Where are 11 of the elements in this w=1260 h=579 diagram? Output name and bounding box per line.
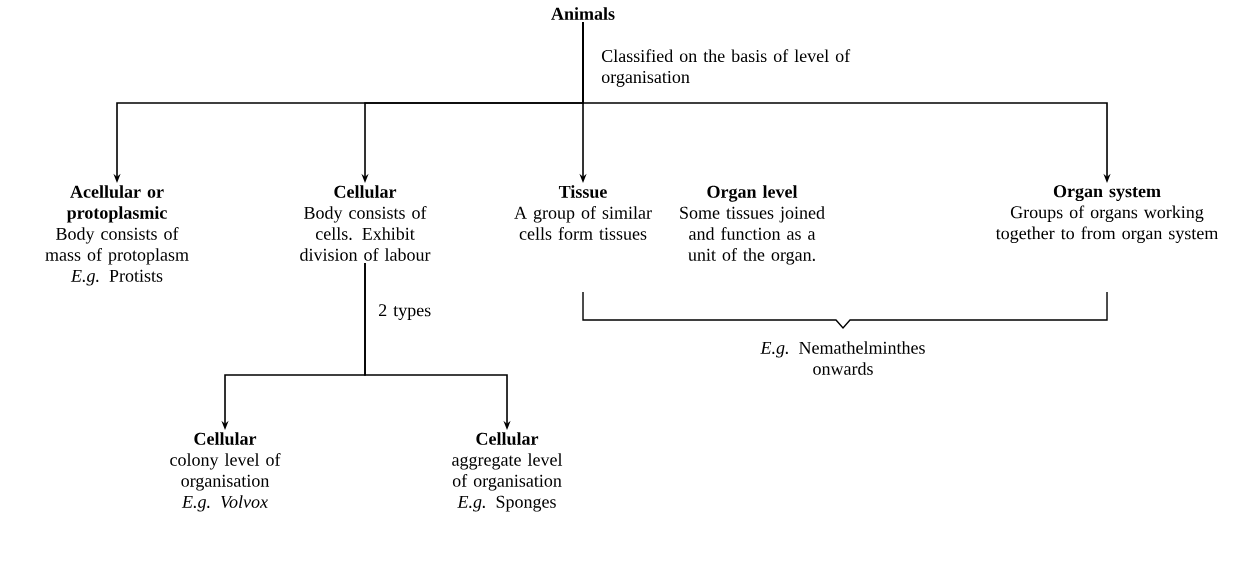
edge-label: 2 types <box>379 304 431 320</box>
category-text: Tissue A group of similar cells form tissues <box>514 185 652 240</box>
category-text: Cellular colony level of organisation E.g. Volvox <box>170 432 281 512</box>
edge-label: Classified on the basis of level of organisation <box>601 49 851 87</box>
example-note: E.g. Nemathelminthes onwards <box>760 341 925 375</box>
category-text: Organ level Some tissues joined and function as a unit of the organ. <box>680 185 825 265</box>
category-text: Acellular or protoplasmic Body consists of mass of protoplasm E.g. Protists <box>45 185 189 286</box>
category-text: Cellular aggregate level of organisation E.g. Sponges <box>452 432 563 512</box>
category-text: Cellular Body consists of cells. Exhibit division of labour <box>300 185 431 261</box>
category-text: Organ system Groups of organs working together to from organ system <box>995 185 1219 243</box>
category-text: Animals <box>551 7 615 20</box>
